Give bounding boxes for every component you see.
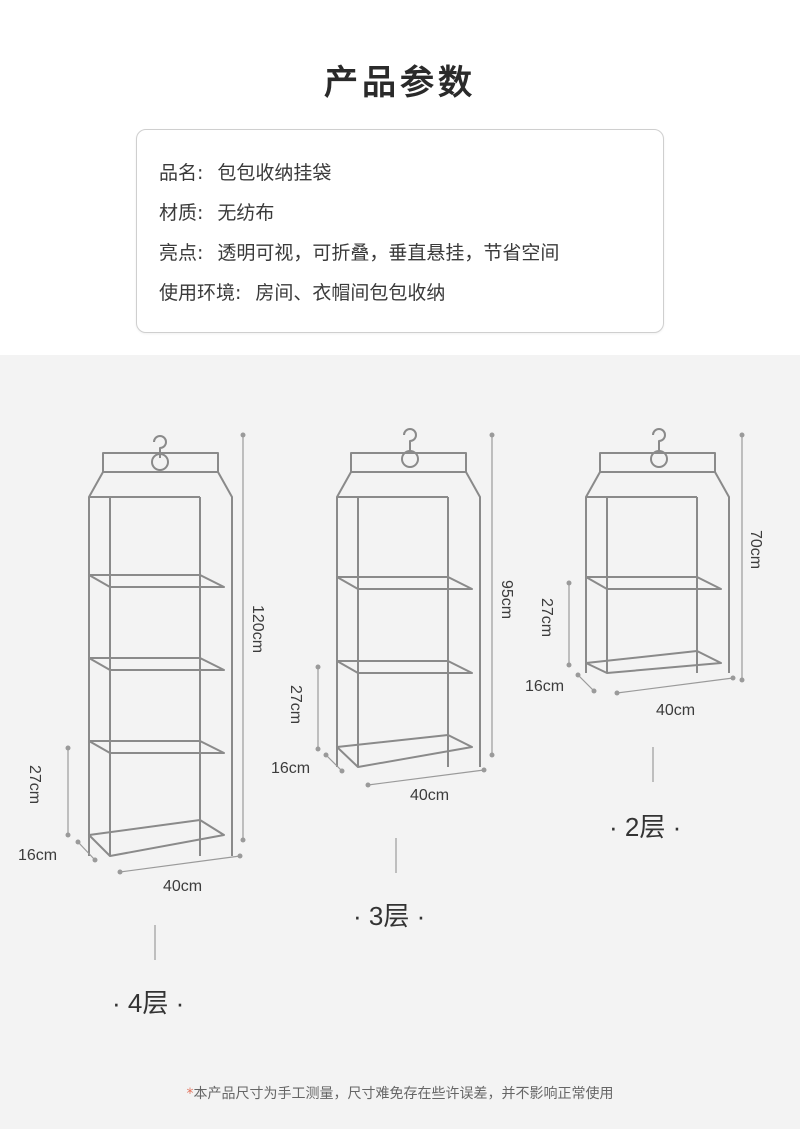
- spec-value: 包包收纳挂袋: [217, 162, 332, 184]
- size-diagram: 120cm 27cm 16cm 40cm 95cm 27cm 16cm 40cm…: [18, 428, 764, 960]
- spec-value: 无纺布: [217, 202, 275, 224]
- dimension-lines-4-layer: [65, 432, 246, 960]
- shelf-height-label-3-layer: 27cm: [287, 685, 304, 724]
- shelf-height-label-2-layer: 27cm: [538, 598, 555, 637]
- layer-label-3: · 3层 ·: [353, 901, 426, 931]
- layer-label-2: · 2层 ·: [609, 812, 682, 842]
- hook-icon: [403, 428, 417, 451]
- organizer-2-layer: [585, 428, 730, 674]
- spec-row-usage: 使用环境: 房间、衣帽间包包收纳: [159, 278, 445, 305]
- spec-value: 房间、衣帽间包包收纳: [255, 282, 446, 304]
- dimension-lines-2-layer: [566, 432, 745, 782]
- organizer-3-layer: [336, 428, 481, 768]
- height-label-4-layer: 120cm: [249, 605, 266, 653]
- depth-label-2-layer: 16cm: [525, 678, 564, 695]
- spec-key: 品名:: [159, 162, 204, 184]
- hook-icon: [153, 435, 167, 458]
- footnote: *本产品尺寸为手工测量，尺寸难免存在些许误差，并不影响正常使用: [0, 1083, 800, 1103]
- height-label-3-layer: 95cm: [498, 580, 515, 619]
- height-label-2-layer: 70cm: [747, 530, 764, 569]
- shelf-height-label-4-layer: 27cm: [26, 765, 43, 804]
- spec-card: 品名: 包包收纳挂袋 材质: 无纺布 亮点: 透明可视，可折叠，垂直悬挂，节省空间 使…: [136, 129, 664, 333]
- page-title: 产品参数: [324, 63, 476, 103]
- spec-key: 使用环境:: [159, 282, 242, 304]
- layer-label-4: · 4层 ·: [112, 988, 185, 1018]
- depth-label-4-layer: 16cm: [18, 847, 57, 864]
- asterisk-mark: *: [186, 1086, 194, 1102]
- spec-key: 材质:: [159, 202, 204, 224]
- organizer-4-layer: [88, 435, 233, 857]
- hanger-ring: [650, 450, 668, 468]
- hanger-ring: [401, 450, 419, 468]
- hook-icon: [652, 428, 666, 451]
- width-label-4-layer: 40cm: [163, 878, 202, 895]
- width-label-3-layer: 40cm: [410, 787, 449, 804]
- dimension-lines-3-layer: [315, 432, 495, 873]
- hanger-ring: [151, 453, 169, 471]
- spec-key: 亮点:: [159, 242, 204, 264]
- footnote-text: 本产品尺寸为手工测量，尺寸难免存在些许误差，并不影响正常使用: [193, 1086, 614, 1102]
- width-label-2-layer: 40cm: [656, 702, 695, 719]
- depth-label-3-layer: 16cm: [271, 760, 310, 777]
- spec-value: 透明可视，可折叠，垂直悬挂，节省空间: [217, 242, 560, 264]
- spec-row-highlights: 亮点: 透明可视，可折叠，垂直悬挂，节省空间: [159, 238, 559, 265]
- spec-row-material: 材质: 无纺布: [159, 198, 274, 225]
- spec-row-name: 品名: 包包收纳挂袋: [159, 158, 331, 185]
